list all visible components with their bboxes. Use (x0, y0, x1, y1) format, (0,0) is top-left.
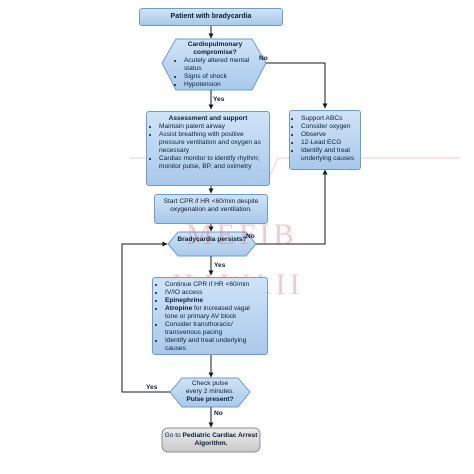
arrow-decision2-no (256, 169, 328, 245)
treatment-item: Continue CPR if HR <60/min (165, 281, 263, 289)
treatment-item: Identify and treat underlying causes (165, 337, 263, 353)
decision-pulse-line1: Check pulse (191, 380, 229, 387)
treatment-box: Continue CPR if HR <60/min IV/IO access … (152, 277, 268, 355)
assessment-box: Assessment and support Maintain patent a… (146, 111, 270, 186)
decision-persists: Bradycardia persists? (177, 236, 247, 243)
label-no-2: No (246, 233, 255, 240)
label-yes-3: Yes (146, 384, 158, 391)
assessment-item: Cardiac monitor to identify rhythm; moni… (159, 155, 265, 171)
arrow-decision1-no (266, 62, 328, 109)
support-box: Support ABCs Consider oxygen Observe 12-… (289, 110, 361, 170)
decision-compromise-title: Cardiopulmonary compromise? (187, 41, 243, 57)
treatment-item: Consider transthoracic/ transvenous paci… (165, 321, 263, 337)
decision-pulse: Check pulse every 2 minutes. Pulse prese… (178, 380, 242, 404)
support-item: Consider oxygen (301, 123, 357, 131)
end-box-prefix: Go to (164, 432, 183, 439)
label-yes-1: Yes (213, 96, 225, 103)
decision-compromise-item: Signs of shock (184, 73, 253, 81)
decision-compromise: Cardiopulmonary compromise? Acutely alte… (177, 41, 253, 89)
end-box-link-text: Pediatric Cardiac Arrest Algorithm. (182, 432, 258, 448)
support-item: Identify and treat underlying causes (301, 147, 357, 163)
start-box: Patient with bradycardia (139, 8, 283, 26)
label-no-1: No (259, 55, 268, 62)
decision-compromise-shape (161, 38, 267, 91)
end-box: Go to Pediatric Cardiac Arrest Algorithm… (164, 432, 258, 448)
decision-compromise-item: Acutely altered mental status (184, 57, 253, 73)
decision-persists-shape (167, 231, 257, 257)
assessment-title: Assessment and support (168, 115, 248, 122)
assessment-item: Maintain patent airway (159, 123, 265, 131)
decision-compromise-item: Hypotension (184, 81, 253, 89)
support-item: Support ABCs (301, 115, 357, 123)
decision-pulse-question: Pulse present? (186, 396, 234, 404)
assessment-item: Assist breathing with positive pressure … (159, 131, 265, 155)
label-no-3: No (214, 410, 223, 417)
treatment-item: IV/IO access (165, 289, 263, 297)
arrow-decision3-yes-loop (121, 241, 170, 393)
end-box-shape (161, 427, 261, 453)
decision-pulse-line2: every 2 minutes. (185, 388, 235, 396)
treatment-item-epinephrine: Epinephrine (165, 297, 263, 305)
support-item: Observe (301, 131, 357, 139)
cpr-box: Start CPR if HR <60/min despite oxygenat… (154, 194, 268, 224)
support-item: 12-Lead ECG (301, 139, 357, 147)
label-yes-2: Yes (214, 262, 226, 269)
treatment-item-atropine: Atropine for increased vagal tone or pri… (165, 305, 263, 321)
